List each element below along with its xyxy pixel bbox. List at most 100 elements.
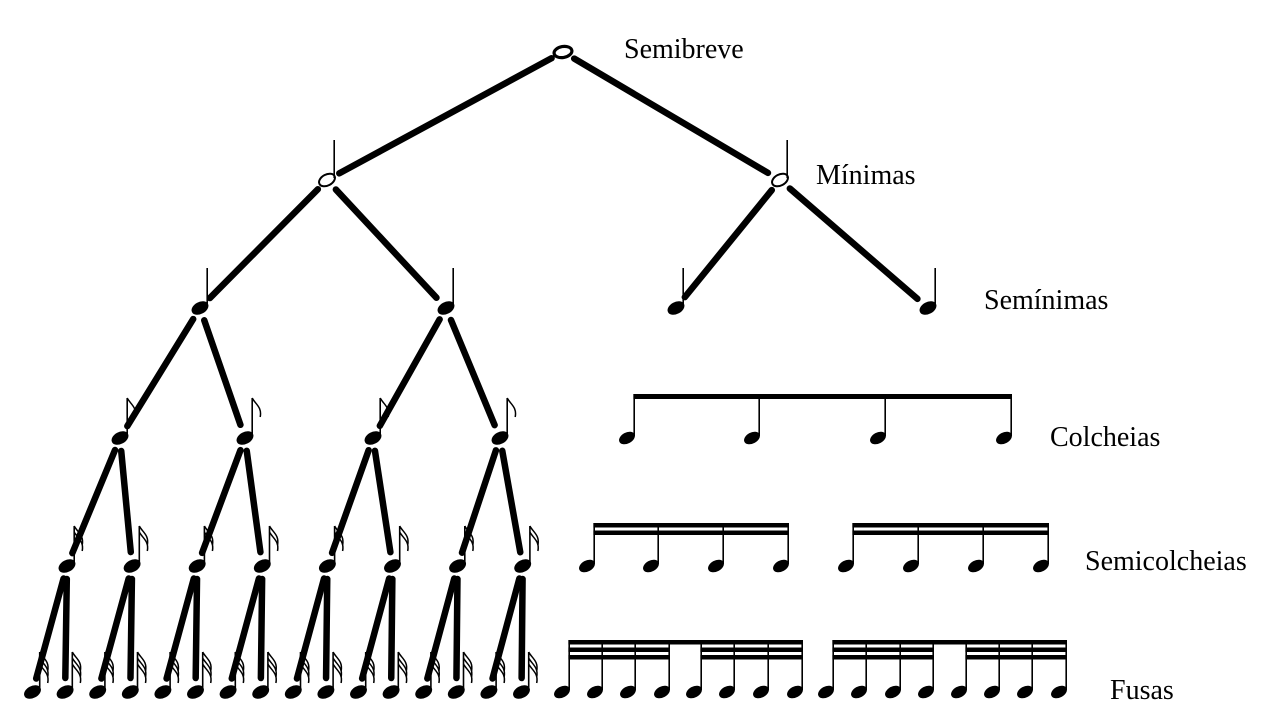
label-minimas: Mínimas [816, 160, 916, 191]
fusas-note [350, 651, 375, 699]
beamed-note-head [984, 685, 1000, 699]
beamed-note-head [1033, 559, 1049, 573]
semicolcheias-beamed-group [579, 523, 790, 573]
branch-fusas [388, 575, 396, 682]
beam [700, 647, 803, 652]
tree-notes [24, 44, 937, 699]
label-seminimas: Semínimas [984, 285, 1109, 316]
semicolcheias-note [253, 525, 279, 573]
branch-colcheias [447, 316, 498, 429]
semicolcheias-note [449, 525, 474, 573]
branch-colcheias [124, 315, 197, 430]
seminimas-note [667, 268, 685, 315]
beam [852, 530, 1049, 535]
fusas-note [252, 651, 277, 699]
equivalence-rows [554, 394, 1067, 699]
fusas-note [447, 651, 473, 699]
branch-semicolcheias [499, 447, 524, 556]
fusas-note [56, 651, 82, 699]
branch-fusas [489, 575, 523, 682]
beamed-note-head [1017, 685, 1033, 699]
beam [832, 647, 934, 652]
branch-colcheias [376, 316, 443, 430]
beamed-note-head [1051, 685, 1067, 699]
minimas-note [771, 140, 789, 188]
beamed-note-head [654, 685, 670, 699]
beamed-note-head [838, 559, 854, 573]
beam [852, 523, 1049, 528]
beamed-note-head [719, 685, 735, 699]
beamed-note-head [918, 685, 934, 699]
beamed-note-head [753, 685, 769, 699]
fusas-note [317, 651, 343, 699]
fusas-beamed-group [686, 640, 804, 699]
colcheias-note [111, 397, 137, 445]
fusas-note [187, 651, 212, 699]
fusas-note [415, 651, 440, 699]
beamed-note-head [885, 685, 901, 699]
beamed-note-head [851, 685, 867, 699]
fusas-beamed-group [818, 640, 935, 699]
beam [568, 655, 670, 660]
beamed-note-head [773, 559, 789, 573]
fusas-note [480, 651, 506, 699]
beamed-note-head [620, 685, 636, 699]
beam [568, 647, 670, 652]
branch-minimas [336, 54, 555, 177]
beam [593, 523, 789, 528]
branch-semicolcheias [117, 447, 135, 556]
label-fusas: Fusas [1110, 675, 1174, 706]
beamed-note-head [870, 431, 886, 445]
branch-semicolcheias [458, 447, 500, 556]
beam [700, 655, 803, 660]
beamed-note-head [996, 431, 1012, 445]
beamed-note-head [579, 559, 595, 573]
beam [569, 640, 803, 645]
semicolcheias-note [58, 525, 84, 573]
semicolcheias-note [318, 525, 344, 573]
beamed-note-head [686, 685, 702, 699]
beamed-note-head [643, 559, 659, 573]
branch-semicolcheias [69, 446, 119, 557]
fusas-beamed-group [951, 640, 1067, 699]
beamed-note-head [787, 685, 803, 699]
fusas-note [89, 651, 114, 699]
branch-minimas [570, 55, 772, 177]
branch-semicolcheias [371, 447, 394, 556]
branch-semicolcheias [243, 447, 264, 556]
branch-fusas [192, 575, 201, 682]
beamed-note-head [554, 685, 570, 699]
tree-branches [32, 54, 921, 682]
branch-seminimas [332, 186, 440, 301]
beam [832, 655, 934, 660]
beam [593, 530, 789, 535]
branch-fusas [453, 575, 461, 682]
seminimas-note [437, 268, 455, 315]
seminimas-note [919, 268, 937, 315]
beamed-note-head [619, 431, 635, 445]
colcheias-beamed-group [619, 394, 1013, 445]
beamed-note-head [903, 559, 919, 573]
fusas-note [219, 651, 245, 699]
branch-seminimas [786, 185, 921, 303]
seminimas-note [191, 268, 209, 315]
fusas-note [284, 651, 310, 699]
beam [965, 647, 1067, 652]
beam [833, 640, 1067, 645]
minimas-note [318, 140, 336, 188]
beam [633, 394, 1012, 399]
branch-semicolcheias [198, 446, 244, 557]
beamed-note-head [951, 685, 967, 699]
fusas-note [382, 651, 408, 699]
branch-fusas [62, 575, 71, 682]
branch-fusas [424, 575, 458, 682]
semicolcheias-note [514, 525, 539, 573]
colcheias-note [364, 397, 390, 445]
branch-semicolcheias [328, 446, 372, 557]
colcheias-note [236, 397, 262, 445]
semicolcheias-note [384, 525, 409, 573]
label-semibreve: Semibreve [624, 34, 744, 65]
beamed-note-head [968, 559, 984, 573]
branch-fusas [322, 575, 331, 682]
